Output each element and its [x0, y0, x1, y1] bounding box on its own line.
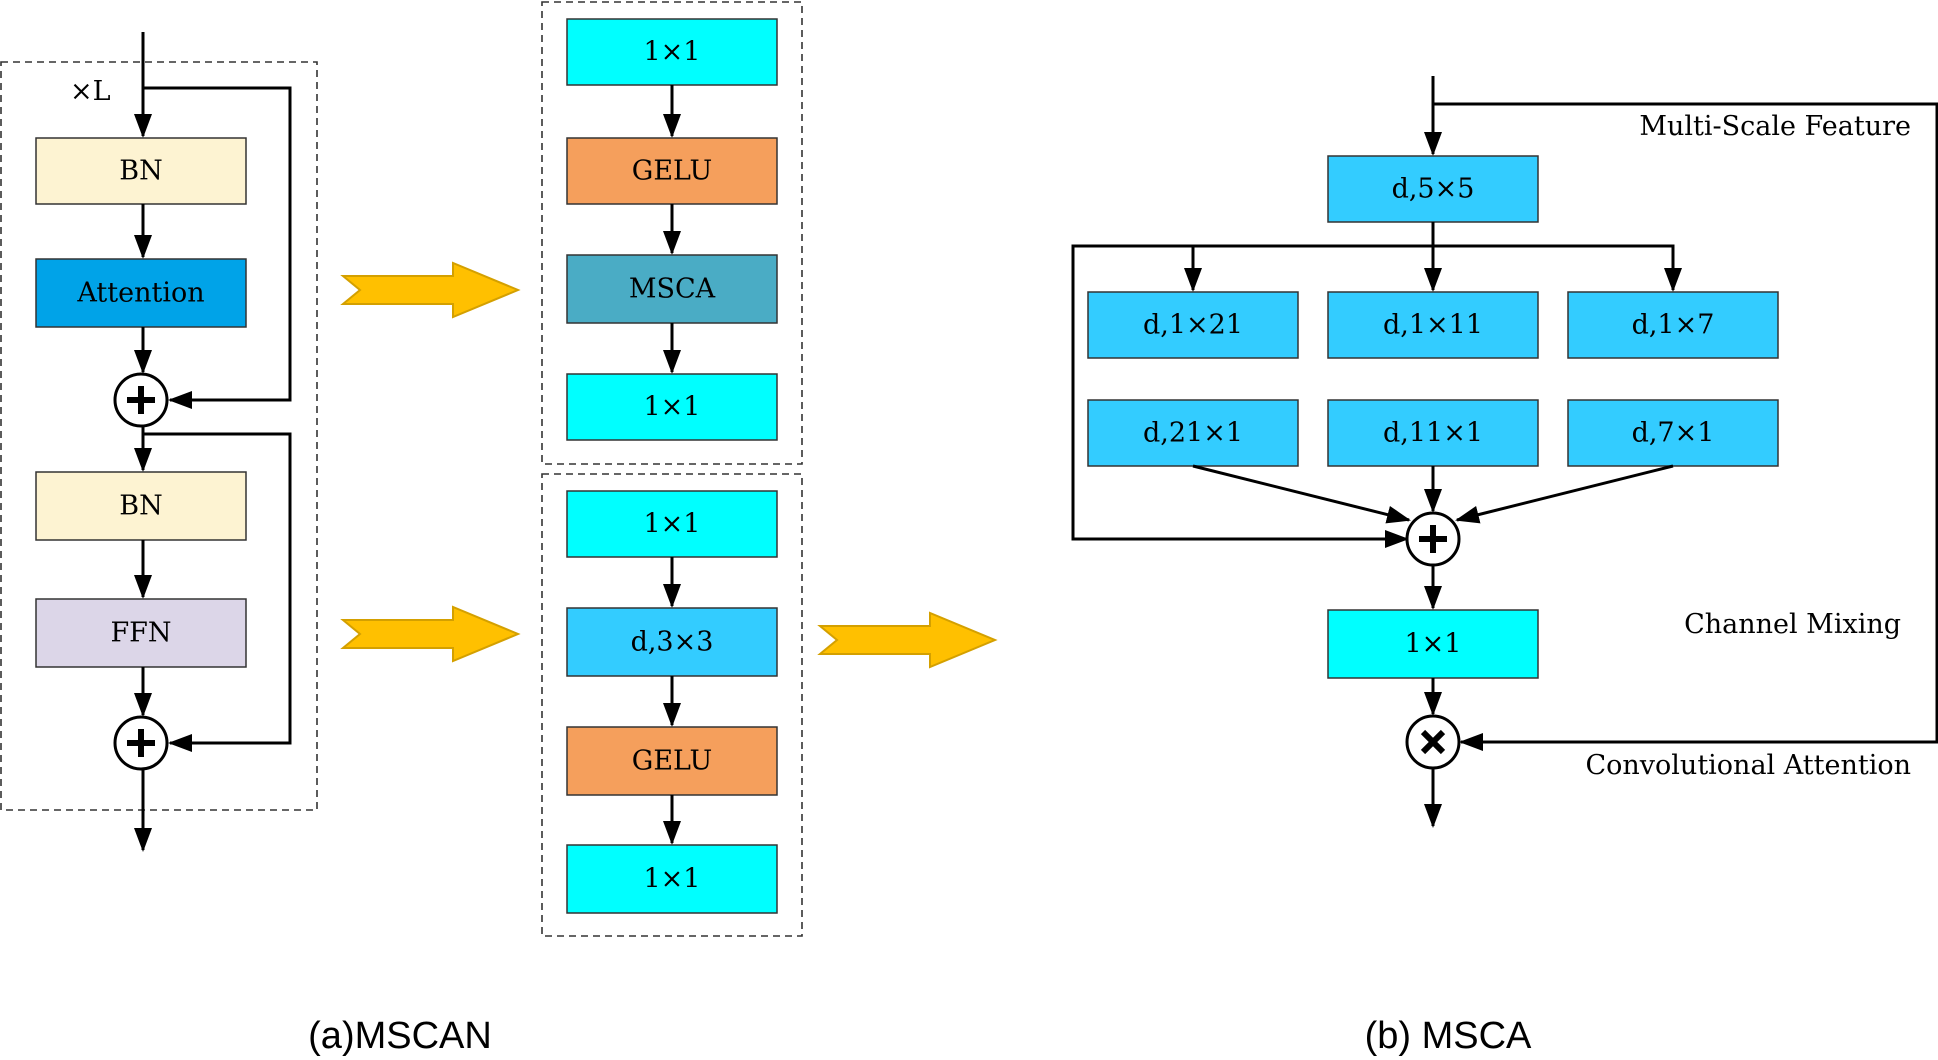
attn-conv1x1-1-label: 1×1	[644, 37, 701, 68]
attn-msca	[566, 254, 778, 324]
attn-gelu-label: GELU	[632, 156, 713, 187]
ffn-gelu	[566, 726, 778, 796]
ffn-conv1x1-2-label: 1×1	[644, 864, 701, 895]
dwconv-1x7	[1567, 291, 1779, 359]
add-node-msca	[1405, 511, 1461, 567]
ffn-conv1x1-2	[566, 844, 778, 914]
expand-arrow-msca	[817, 611, 998, 669]
ffn-dwconv3x3-label: d,3×3	[631, 627, 714, 658]
ffn-conv1x1-1	[566, 490, 778, 558]
ffn-expansion-frame	[541, 473, 803, 937]
attn-conv1x1-2	[566, 373, 778, 441]
attn-conv1x1-2-label: 1×1	[644, 392, 701, 423]
repeat-label: ×L	[70, 76, 111, 107]
attn-msca-label: MSCA	[629, 274, 716, 305]
mscan-dashed-frame	[0, 61, 318, 811]
expand-arrow-ffn	[340, 605, 521, 663]
attn-conv1x1-1	[566, 18, 778, 86]
multi-scale-feature-label: Multi-Scale Feature	[1639, 111, 1911, 142]
ffn-label: FFN	[110, 618, 171, 649]
dwconv-5x5-label: d,5×5	[1392, 174, 1475, 205]
multiply-node-msca	[1405, 714, 1461, 770]
attn-gelu	[566, 137, 778, 205]
expand-arrow-attention	[340, 261, 521, 319]
ffn-gelu-label: GELU	[632, 746, 713, 777]
dwconv-11x1	[1327, 399, 1539, 467]
channel-mix-conv1x1-label: 1×1	[1405, 629, 1462, 660]
dwconv-1x11-label: d,1×11	[1383, 310, 1483, 341]
dwconv-1x21-label: d,1×21	[1143, 310, 1243, 341]
dwconv-7x1-label: d,7×1	[1632, 418, 1715, 449]
convolutional-attention-label: Convolutional Attention	[1585, 750, 1911, 781]
attention-expansion-frame	[541, 1, 803, 465]
dwconv-21x1-label: d,21×1	[1143, 418, 1243, 449]
dwconv-11x1-label: d,11×1	[1383, 418, 1483, 449]
dwconv-7x1	[1567, 399, 1779, 467]
bn-block-1	[35, 137, 247, 205]
add-node-2	[113, 715, 169, 771]
dwconv-1x7-label: d,1×7	[1632, 310, 1715, 341]
ffn-dwconv3x3	[566, 607, 778, 677]
bn-label-2: BN	[119, 491, 162, 522]
ffn-block	[35, 598, 247, 668]
attention-block	[35, 258, 247, 328]
bn-block-2	[35, 471, 247, 541]
dwconv-1x11	[1327, 291, 1539, 359]
caption-b: (b) MSCA	[1365, 1015, 1532, 1057]
attention-label: Attention	[76, 278, 204, 309]
dwconv-1x21	[1087, 291, 1299, 359]
channel-mixing-label: Channel Mixing	[1684, 609, 1901, 640]
bn-label-1: BN	[119, 156, 162, 187]
add-node-1	[113, 372, 169, 428]
caption-a: (a)MSCAN	[308, 1015, 492, 1057]
channel-mix-conv1x1	[1327, 609, 1539, 679]
dwconv-5x5	[1327, 155, 1539, 223]
ffn-conv1x1-1-label: 1×1	[644, 509, 701, 540]
